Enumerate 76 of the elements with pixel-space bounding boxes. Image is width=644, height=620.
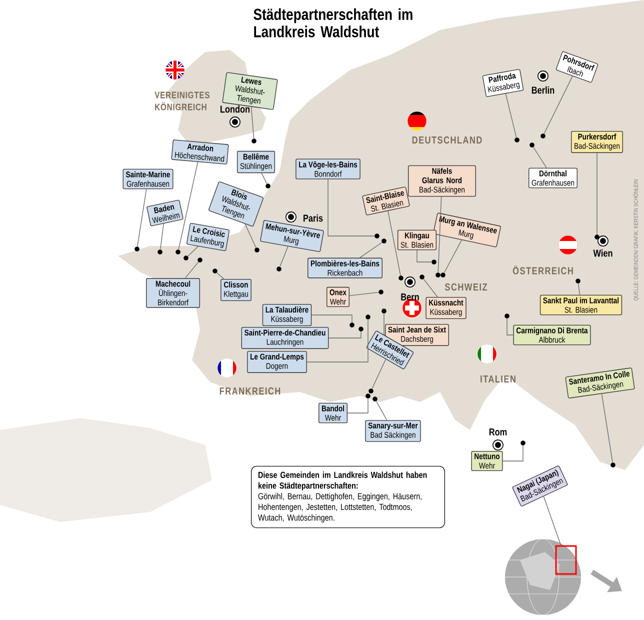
country-label: DEUTSCHLAND [412,136,482,144]
leader-line [376,400,388,420]
leader-line [388,210,401,276]
leader-line [216,272,224,280]
leader-line [328,331,362,338]
city-label: Rom [489,428,507,436]
leader-line [244,224,256,248]
partner-town-box: Murg an Walensee Murg [433,212,501,248]
leader-line [188,246,198,256]
partner-town-box: Onex Wehr [326,286,350,308]
leader-line [261,172,268,184]
leader-line [423,278,438,298]
leader-line [544,76,573,134]
title: Städtepartnerschaften im Landkreis Waldshut [254,8,412,38]
partner-town-box: Plombières-les-Bains Rickenbach [308,258,382,278]
leader-line [596,152,598,235]
city-label: London [220,105,250,113]
partner-town-box: Sanary-sur-Mer Bad Säckingen [365,420,421,442]
country-label: VEREINIGTES KÖNIGREICH [154,92,210,110]
partner-town-box: Paffroda Küssaberg [482,69,524,97]
city-label: Berlin [532,86,554,94]
partner-town-box: Arradon Höchenschwand [171,140,229,164]
leader-line [416,250,432,262]
leader-line [347,398,368,414]
country-label: ÖSTERREICH [512,266,573,274]
partner-town-box: Sankt Paul im Lavanttal St. Blasien [540,294,622,316]
partner-town-box: Bandol Wehr [318,402,348,424]
city-label: Bern [401,294,419,300]
partner-town-box: Küssnacht Küssaberg [426,297,466,319]
country-label: FRANKREICH [220,387,280,395]
partner-town-box: Clisson Klettgau [220,279,252,301]
leader-line [601,394,613,463]
partner-town-box: Klingau St. Blasien [397,230,437,250]
partner-town-box: Le Grand-Lemps Dogern [247,351,307,373]
leader-line [505,93,517,138]
partner-town-box: Santeramo In Colle Bad-Säckingen [565,368,635,398]
city-label: Paris [304,214,323,222]
partner-town-box: Purkersdorf Bad-Säckingen [571,131,623,153]
leader-line [543,496,562,546]
leader-line [359,242,382,258]
leader-line [384,313,386,336]
partner-town-box: La Vôge-les-Bains Bonndorf [296,158,360,180]
country-label: SCHWEIZ [444,283,488,291]
highlight-frame [555,545,577,575]
partner-town-box: Näfels Glarus Nord Bad-Säckingen [408,165,476,197]
leader-line [160,223,164,250]
leader-line [578,283,580,296]
leader-line [311,314,352,323]
partner-town-box: Carmignano Di Brenta Albbruck [513,324,591,346]
partner-town-box: Saint-Pierre-de-Chandieu Lauchringen [241,327,329,349]
leader-line [372,358,386,389]
leader-line [328,178,375,236]
leader-line [184,262,199,278]
leader-line [178,162,198,250]
leader-line [506,318,514,336]
partner-town-box: Dörnthal Grafenhausen [528,168,578,188]
partner-town-box: Le Croisic Laufenburg [186,222,230,252]
leader-line [280,246,288,267]
leader-line [137,188,147,247]
country-label: ITALIEN [480,376,516,382]
leader-line [250,106,254,139]
partner-town-box: Saint-Blaise St. Blasien [362,186,410,216]
partner-town-box: Bellême Stühlingen [236,150,276,174]
partner-town-box: Sainte-Marine Grafenhausen [122,168,174,190]
info-box: Diese Gemeinden im Landkreis Waldshut haben keine Städtepartnerschaften: Görwihl, Bernau, Dettighofen, Eggingen, Häusern, Hohentengen, Jestetten, Lottstetten, Todtmoos, Wutach, Wutöschingen. [250,466,446,528]
partner-town-box: La Talaudière Küssaberg [262,304,312,326]
leader-line [306,319,368,362]
leader-line [533,146,547,168]
leader-line [438,196,442,273]
city-label: Wien [593,249,612,257]
partner-town-box: Nettuno Wehr [471,450,503,471]
partner-town-box: Machecoul Ühlingen-Birkendorf [146,278,200,308]
partner-town-box: Baden Weilheim [146,200,184,226]
leader-line [349,292,379,296]
leader-line [502,445,524,462]
leader-line [444,240,462,273]
